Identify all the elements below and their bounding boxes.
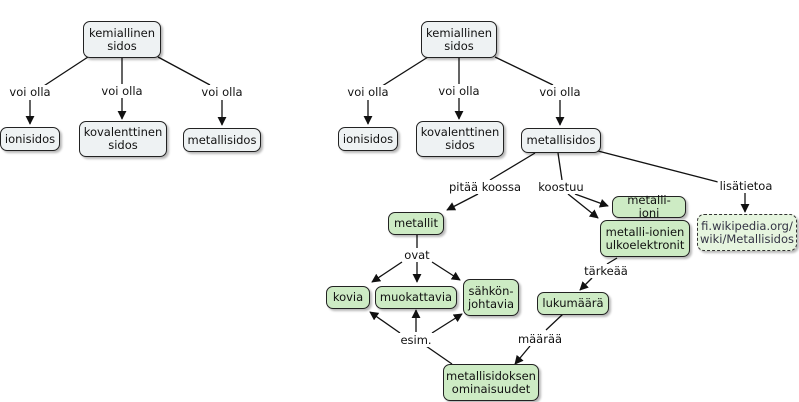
- right-label-voi-olla-1: voi olla: [345, 85, 391, 99]
- right-node-metallisidos: metallisidos: [521, 128, 601, 153]
- edge-ulkoelektronit-tarkeaa: [606, 257, 618, 265]
- node-metalli-ioni: metalli-ioni: [612, 194, 686, 220]
- left-node-metallisidos: metallisidos: [183, 128, 261, 152]
- edge-ominaisuudet-esim: [425, 345, 453, 365]
- left-node-ionisidos: ionisidos: [0, 127, 60, 151]
- edge-right-root-metallisidos: [494, 56, 554, 86]
- left-node-kemiallinen-sidos: kemiallinen sidos: [83, 21, 161, 58]
- label-pitaa-koossa: pitää koossa: [446, 180, 524, 194]
- edge-ovat-kovia: [371, 261, 403, 283]
- edge-lukumaara-maaraa: [545, 313, 564, 331]
- right-node-kemiallinen-sidos: kemiallinen sidos: [421, 21, 497, 58]
- label-lisatietoa: lisätietoa: [717, 179, 775, 193]
- edge-esim-sahkonjohtavia: [431, 313, 463, 334]
- edge-ovat-sahkonjohtavia: [431, 261, 461, 281]
- edge-maaraa-ominaisuudet: [514, 345, 531, 365]
- node-metallisidoksen-ominaisuudet: metallisidoksen ominaisuudet: [443, 364, 539, 401]
- edge-koostuu-ioni: [574, 193, 609, 208]
- node-metalli-ionien-ulkoelektronit: metalli-ionien ulkoelektronit: [600, 220, 690, 257]
- label-tarkeaa: tärkeää: [582, 264, 630, 278]
- label-maaraa: määrää: [515, 332, 565, 346]
- node-kovia: kovia: [326, 286, 370, 309]
- node-metallit: metallit: [388, 212, 444, 235]
- left-label-voi-olla-2: voi olla: [99, 84, 145, 98]
- edge-pitaa-metallit: [446, 193, 479, 211]
- node-wikipedia-link[interactable]: fi.wikipedia.org/ wiki/Metallisidos: [697, 214, 797, 251]
- left-label-voi-olla-1: voi olla: [7, 85, 53, 99]
- edge-esim-kovia: [369, 311, 401, 334]
- edge-koostuu-ulkoelektronit: [567, 193, 599, 219]
- right-node-kovalenttinen-sidos: kovalenttinen sidos: [416, 121, 504, 157]
- node-muokattavia: muokattavia: [375, 286, 457, 309]
- node-lukumaara: lukumäärä: [537, 292, 609, 315]
- left-node-kovalenttinen-sidos: kovalenttinen sidos: [79, 121, 167, 157]
- edge-left-root-metallisidos: [157, 56, 211, 86]
- edge-metallisidos-lisatietoa: [597, 150, 719, 183]
- label-koostuu: koostuu: [536, 180, 586, 194]
- right-node-ionisidos: ionisidos: [338, 127, 398, 151]
- right-label-voi-olla-3: voi olla: [537, 85, 583, 99]
- edge-metallisidos-koostuu: [557, 152, 563, 181]
- node-sahkonjohtavia: sähkön- johtavia: [463, 279, 519, 316]
- edge-metallisidos-pitaa: [489, 152, 536, 181]
- right-label-voi-olla-2: voi olla: [436, 84, 482, 98]
- edge-tarkeaa-lukumaara: [579, 277, 593, 291]
- label-esim: esim.: [398, 333, 434, 347]
- left-label-voi-olla-3: voi olla: [199, 85, 245, 99]
- label-ovat: ovat: [402, 248, 432, 262]
